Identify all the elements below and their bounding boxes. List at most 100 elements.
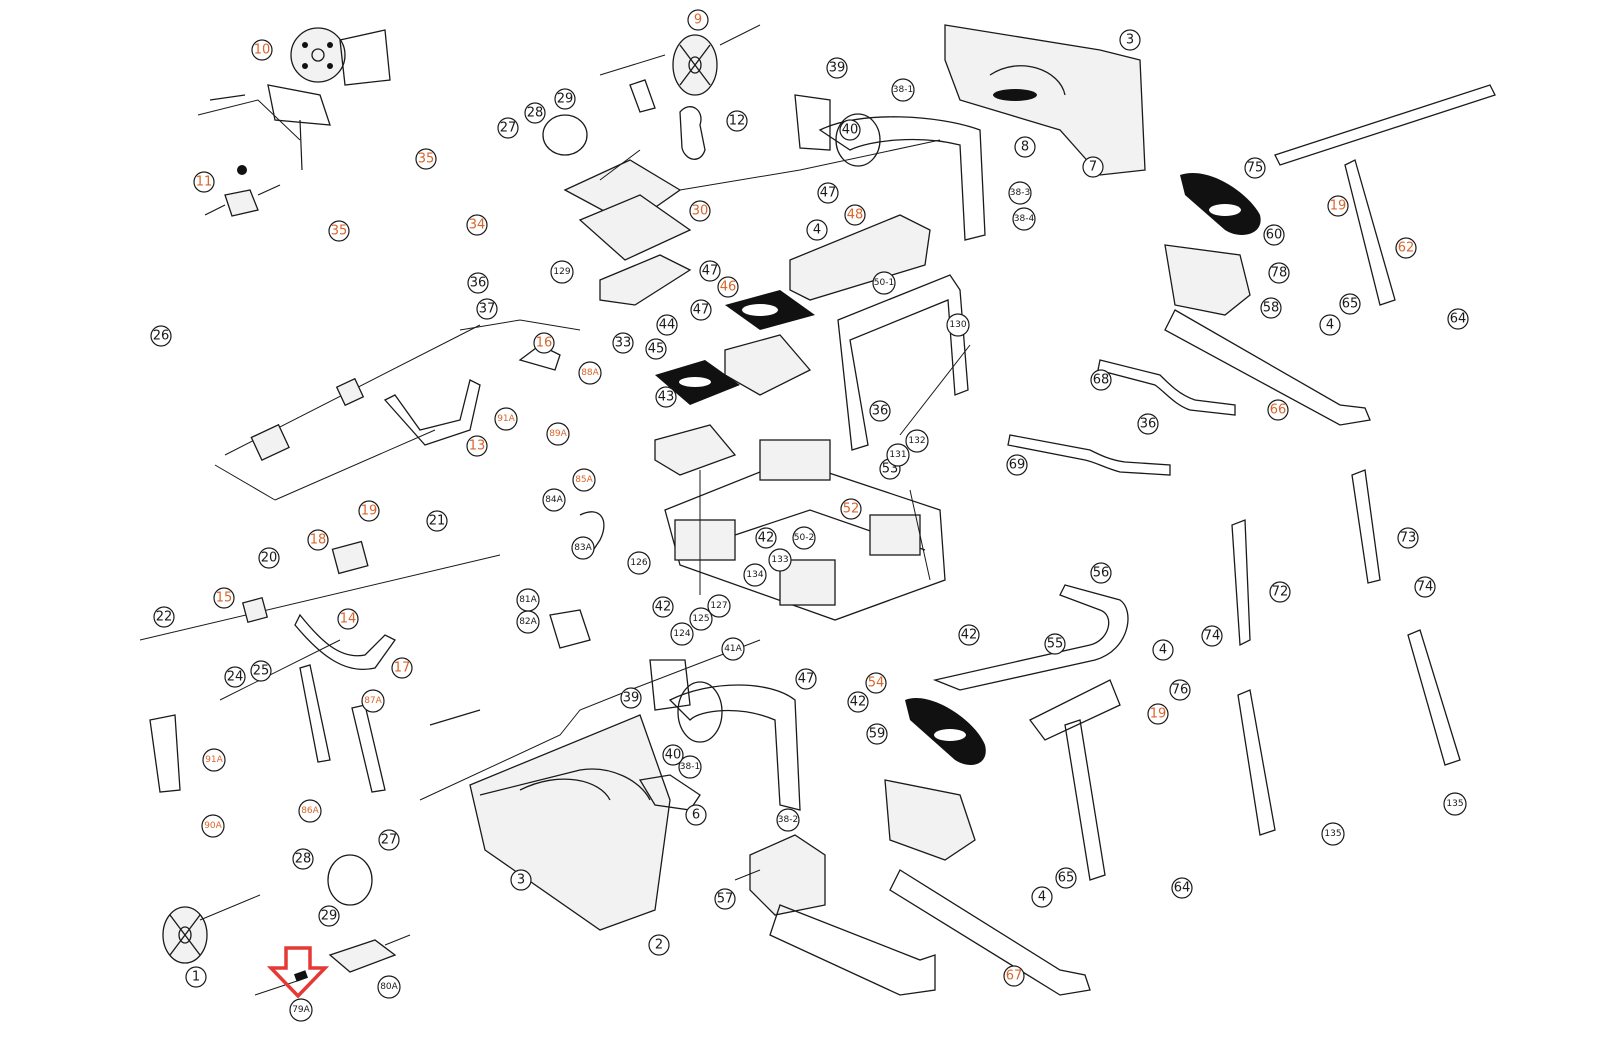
- axle-assembly-drawing: [214, 324, 481, 501]
- callout-label: 74: [1417, 580, 1434, 595]
- callout-48: 48: [844, 204, 866, 226]
- callout-circle: [792, 526, 816, 550]
- callout-circle: [358, 500, 380, 522]
- callout-label: 40: [842, 123, 859, 138]
- callout-label: 16: [536, 336, 553, 351]
- axle-lower-drawing: [139, 540, 501, 670]
- callout-label: 30: [692, 204, 709, 219]
- callout-circle: [1339, 293, 1361, 315]
- callout-label: 2: [655, 938, 663, 953]
- callout-label: 42: [758, 531, 775, 546]
- callout-76: 76: [1169, 679, 1191, 701]
- callout-circle: [466, 435, 488, 457]
- callout-circle: [1090, 369, 1112, 391]
- base-frame-drawing: [664, 439, 946, 621]
- callout-38-1: 38-1: [891, 78, 915, 102]
- callout-label: 48: [847, 208, 864, 223]
- callout-label: 41A: [724, 644, 742, 654]
- callout-26: 26: [150, 325, 172, 347]
- callout-65: 65: [1055, 867, 1077, 889]
- callout-circle: [670, 622, 694, 646]
- callout-circle: [476, 298, 498, 320]
- callout-135: 135: [1321, 822, 1345, 846]
- callout-circle: [946, 313, 970, 337]
- callout-28: 28: [292, 848, 314, 870]
- callout-36: 36: [467, 272, 489, 294]
- callout-29: 29: [318, 905, 340, 927]
- callout-circle: [328, 220, 350, 242]
- callout-label: 42: [850, 695, 867, 710]
- callout-127: 127: [707, 594, 731, 618]
- callout-label: 65: [1342, 297, 1359, 312]
- callout-circle: [721, 637, 745, 661]
- callout-39: 39: [826, 57, 848, 79]
- callout-circle: [213, 587, 235, 609]
- callout-66: 66: [1267, 399, 1289, 421]
- callout-4: 4: [1152, 639, 1174, 661]
- callout-38-4: 38-4: [1012, 207, 1036, 231]
- callout-circle: [1012, 207, 1036, 231]
- callout-circle: [1447, 308, 1469, 330]
- callout-circle: [1201, 625, 1223, 647]
- callout-label: 39: [623, 691, 640, 706]
- callout-label: 11: [196, 175, 213, 190]
- callout-label: 45: [648, 342, 665, 357]
- callout-label: 66: [1270, 403, 1287, 418]
- callout-circle: [689, 607, 713, 631]
- callout-circle: [185, 966, 207, 988]
- callout-37: 37: [476, 298, 498, 320]
- callout-label: 82A: [519, 617, 537, 627]
- pedal-arm-66-drawing: [1164, 84, 1496, 426]
- callout-74: 74: [1201, 625, 1223, 647]
- callout-label: 90A: [204, 821, 222, 831]
- callout-134: 134: [743, 563, 767, 587]
- callout-58: 58: [1260, 297, 1282, 319]
- callout-circle: [726, 110, 748, 132]
- callout-circle: [516, 610, 540, 634]
- callout-label: 15: [216, 591, 233, 606]
- callout-circle: [1006, 454, 1028, 476]
- callout-86a: 86A: [298, 799, 322, 823]
- callout-circle: [627, 551, 651, 575]
- handlebar-55-drawing: [932, 584, 1129, 691]
- callout-15: 15: [213, 587, 235, 609]
- callout-label: 39: [829, 61, 846, 76]
- callout-24: 24: [224, 666, 246, 688]
- callout-label: 85A: [575, 475, 593, 485]
- callout-34: 34: [466, 214, 488, 236]
- callout-9: 9: [687, 9, 709, 31]
- callout-label: 75: [1247, 161, 1264, 176]
- callout-label: 34: [469, 218, 486, 233]
- callout-circle: [1268, 262, 1290, 284]
- callout-label: 37: [479, 302, 496, 317]
- callout-79a: 79A: [289, 998, 313, 1022]
- callout-label: 64: [1450, 312, 1467, 327]
- callout-label: 19: [361, 504, 378, 519]
- callout-54: 54: [865, 672, 887, 694]
- callout-59: 59: [866, 723, 888, 745]
- callout-label: 47: [820, 186, 837, 201]
- callout-circle: [224, 666, 246, 688]
- callout-label: 24: [227, 670, 244, 685]
- callout-circle: [292, 848, 314, 870]
- callout-circle: [795, 668, 817, 690]
- callout-circle: [1044, 633, 1066, 655]
- callout-label: 86A: [301, 806, 319, 816]
- callout-126: 126: [627, 551, 651, 575]
- callout-35: 35: [328, 220, 350, 242]
- callout-label: 29: [321, 909, 338, 924]
- callout-36: 36: [1137, 413, 1159, 435]
- callout-label: 83A: [574, 543, 592, 553]
- callout-label: 52: [843, 502, 860, 517]
- callout-circle: [699, 260, 721, 282]
- callout-label: 13: [469, 439, 486, 454]
- callout-circle: [250, 660, 272, 682]
- callout-131: 131: [886, 443, 910, 467]
- callout-69: 69: [1006, 454, 1028, 476]
- assembly-guide-lines: [419, 639, 761, 801]
- callout-label: 44: [659, 318, 676, 333]
- callout-circle: [550, 260, 574, 284]
- callout-43: 43: [655, 386, 677, 408]
- callout-46: 46: [717, 276, 739, 298]
- callout-circle: [1082, 156, 1104, 178]
